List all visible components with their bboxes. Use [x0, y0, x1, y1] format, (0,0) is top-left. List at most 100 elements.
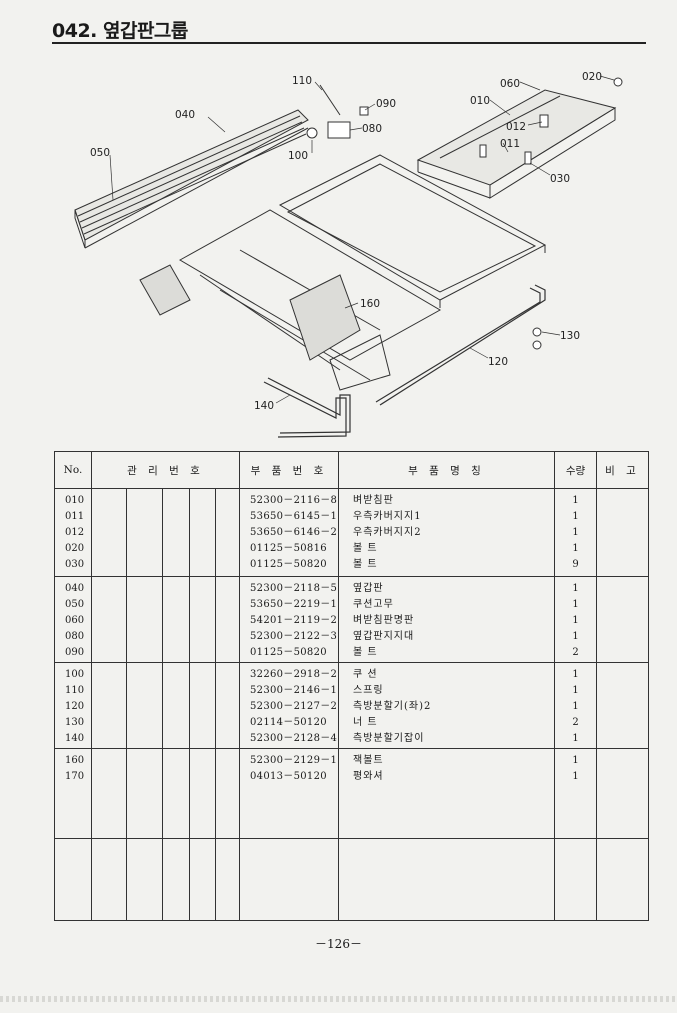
part-name: 측방분할기잡이 — [353, 733, 425, 744]
leader-lines — [109, 75, 615, 404]
callout-060: 060 — [500, 78, 520, 90]
callout-labels: 110 090 040 080 050 100 060 020 010 012 … — [90, 71, 602, 412]
part-number: 52300－2116－8 — [250, 495, 338, 506]
row-no: 100 — [65, 669, 85, 680]
table-row: 160 170 52300－2129－1 04013－50120 잭볼트 평와셔… — [54, 748, 649, 839]
part-name: 볼 트 — [353, 559, 378, 570]
part-name: 너 트 — [353, 717, 378, 728]
part-qty: 1 — [572, 583, 579, 594]
callout-130: 130 — [560, 330, 580, 342]
part-number: 52300－2128－4 — [250, 733, 338, 744]
row-no: 020 — [65, 543, 85, 554]
part-name: 우측카버지지2 — [353, 527, 422, 538]
row-no: 130 — [65, 717, 85, 728]
callout-100: 100 — [288, 150, 308, 162]
header-part-no: 부 품 번 호 — [239, 451, 339, 489]
part-name: 벼받침판 — [353, 495, 394, 506]
callout-030: 030 — [550, 173, 570, 185]
row-no: 090 — [65, 647, 85, 658]
part-qty: 9 — [572, 559, 579, 570]
part-name: 옆갑판지지대 — [353, 631, 415, 642]
header-mgmt-no: 관 리 번 호 — [91, 451, 240, 489]
table-row-empty — [54, 838, 649, 921]
part-number: 54201－2119－2 — [250, 615, 338, 626]
scan-edge — [0, 996, 677, 1002]
small-parts — [306, 77, 623, 350]
callout-050: 050 — [90, 147, 110, 159]
part-qty: 1 — [572, 771, 579, 782]
part-qty: 1 — [572, 543, 579, 554]
page-title: 042. 옆갑판그룹 — [52, 20, 188, 42]
row-no: 120 — [65, 701, 85, 712]
part-qty: 1 — [572, 685, 579, 696]
row-no: 080 — [65, 631, 85, 642]
callout-160: 160 — [360, 298, 380, 310]
part-qty: 1 — [572, 733, 579, 744]
part-number: 52300－2146－1 — [250, 685, 338, 696]
part-name: 측방분할기(좌)2 — [353, 701, 432, 712]
row-no: 140 — [65, 733, 85, 744]
divider-handle-rod — [263, 377, 351, 438]
side-divider-rod — [375, 284, 546, 406]
part-number: 01125－50816 — [250, 543, 327, 554]
part-number: 01125－50820 — [250, 559, 327, 570]
callout-140: 140 — [254, 400, 274, 412]
callout-012: 012 — [506, 121, 526, 133]
part-qty: 1 — [572, 511, 579, 522]
row-no: 012 — [65, 527, 85, 538]
row-no: 170 — [65, 771, 85, 782]
row-no: 011 — [65, 511, 85, 522]
part-number: 04013－50120 — [250, 771, 327, 782]
title-rule — [52, 42, 646, 44]
part-name: 평와셔 — [353, 771, 384, 782]
part-qty: 1 — [572, 495, 579, 506]
callout-011: 011 — [500, 138, 520, 150]
callout-090: 090 — [376, 98, 396, 110]
header-no: No. — [54, 451, 92, 489]
part-name: 스프링 — [353, 685, 384, 696]
part-name: 우측카버지지1 — [353, 511, 422, 522]
side-deck-panel — [74, 109, 309, 249]
row-no: 060 — [65, 615, 85, 626]
part-number: 52300－2118－5 — [250, 583, 338, 594]
part-number: 01125－50820 — [250, 647, 327, 658]
part-number: 52300－2129－1 — [250, 755, 338, 766]
callout-120: 120 — [488, 356, 508, 368]
callout-040: 040 — [175, 109, 195, 121]
row-no: 010 — [65, 495, 85, 506]
header-qty: 수량 — [554, 451, 597, 489]
callout-080: 080 — [362, 123, 382, 135]
exploded-parts-diagram: 110 090 040 080 050 100 060 020 010 012 … — [74, 71, 623, 438]
header-part-name: 부 품 명 칭 — [338, 451, 555, 489]
part-qty: 1 — [572, 701, 579, 712]
part-qty: 1 — [572, 669, 579, 680]
table-row: 040 050 060 080 090 52300－2118－5 53650－2… — [54, 576, 649, 663]
part-name: 쿠 션 — [353, 669, 378, 680]
callout-110: 110 — [292, 75, 312, 87]
row-no: 160 — [65, 755, 85, 766]
callout-020: 020 — [582, 71, 602, 83]
part-name: 벼받침판명판 — [353, 615, 415, 626]
part-qty: 1 — [572, 615, 579, 626]
parts-table: No. 관 리 번 호 부 품 번 호 부 품 명 칭 수량 비 고 010 0… — [54, 451, 649, 921]
row-no: 110 — [65, 685, 85, 696]
table-row: 100 110 120 130 140 32260－2918－2 52300－2… — [54, 662, 649, 749]
part-qty: 1 — [572, 527, 579, 538]
part-qty: 2 — [572, 717, 579, 728]
table-row: 010 011 012 020 030 52300－2116－8 53650－6… — [54, 488, 649, 577]
callout-010: 010 — [470, 95, 490, 107]
part-number: 53650－6145－1 — [250, 511, 338, 522]
row-no: 030 — [65, 559, 85, 570]
part-qty: 1 — [572, 631, 579, 642]
main-frame — [139, 154, 547, 391]
part-number: 52300－2122－3 — [250, 631, 338, 642]
header-remarks: 비 고 — [596, 451, 649, 489]
part-name: 볼 트 — [353, 647, 378, 658]
table-header-row: No. 관 리 번 호 부 품 번 호 부 품 명 칭 수량 비 고 — [54, 451, 649, 489]
part-qty: 1 — [572, 755, 579, 766]
part-number: 52300－2127－2 — [250, 701, 338, 712]
part-number: 53650－6146－2 — [250, 527, 338, 538]
part-name: 옆갑판 — [353, 583, 384, 594]
part-number: 53650－2219－1 — [250, 599, 338, 610]
row-no: 050 — [65, 599, 85, 610]
